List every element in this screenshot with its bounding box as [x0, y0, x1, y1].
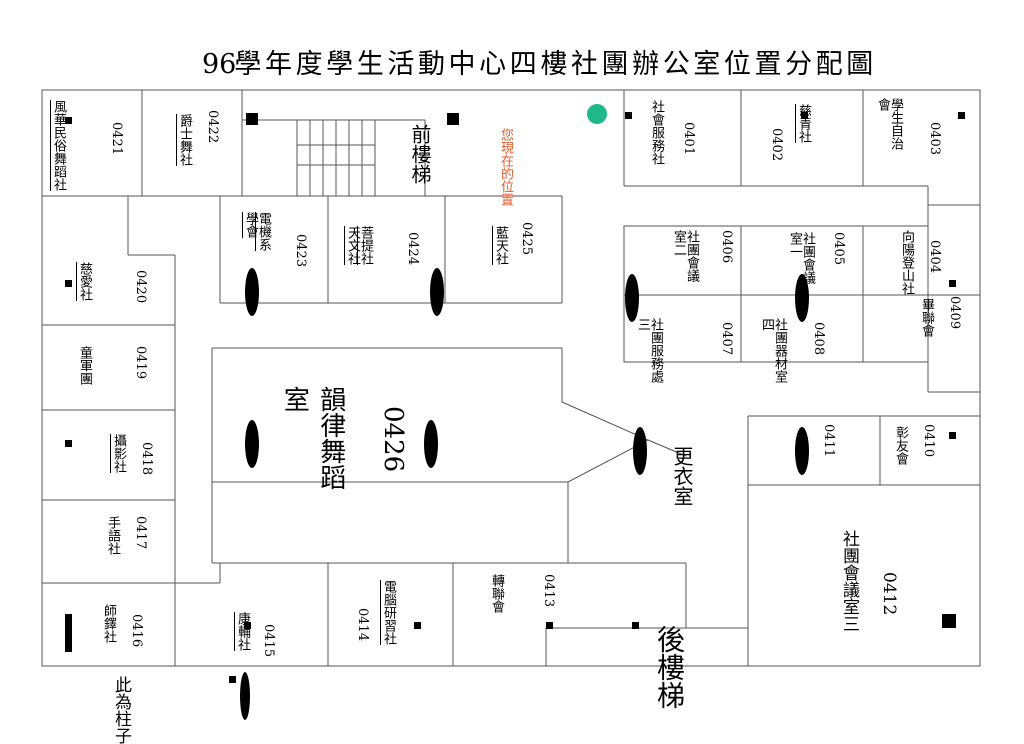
room-0409-number: 0409 — [947, 296, 962, 330]
back-stairs-label: 後樓梯 — [653, 625, 686, 709]
room-0424-name: 菩提社天文社 — [345, 226, 373, 265]
room-0418-number: 0418 — [139, 442, 154, 476]
room-0421-number: 0421 — [109, 122, 124, 156]
room-0401-number: 0401 — [681, 122, 696, 156]
building-outline — [41, 89, 981, 667]
you-are-here-dot — [587, 104, 607, 124]
room-0403-number: 0403 — [927, 122, 942, 156]
pillar-note: 此為柱子 — [111, 676, 131, 744]
room-0407-name: 社團服務處三 — [635, 318, 663, 383]
room-0423-number: 0423 — [293, 234, 308, 268]
room-0405-name: 社團會議室一 — [787, 232, 815, 284]
room-0421-name: 風華民俗舞蹈社 — [51, 100, 66, 191]
room-0415-number: 0415 — [261, 624, 276, 658]
room-0425-name: 藍天社 — [493, 226, 508, 265]
room-0418-name: 攝影社 — [111, 434, 126, 473]
room-0409-name: 畢聯會 — [919, 298, 934, 337]
room-0426-number: 0426 — [378, 406, 408, 473]
room-0403-name: 學生自治會 — [875, 98, 903, 150]
room-0425-number: 0425 — [519, 222, 534, 256]
room-0410-name: 彰友會 — [893, 426, 908, 465]
room-0408-name: 社團器材室四 — [759, 318, 787, 383]
room-0402-name: 慈青社 — [796, 104, 811, 143]
room-0410-number: 0410 — [921, 424, 936, 458]
room-0419-number: 0419 — [133, 346, 148, 380]
room-0408-number: 0408 — [811, 322, 826, 356]
room-0419-name: 童軍團 — [77, 346, 92, 385]
room-0414-name: 電腦研習社 — [381, 580, 396, 645]
room-0417-name: 手語社 — [105, 516, 120, 555]
room-0417-number: 0417 — [133, 516, 148, 550]
room-0404-name: 向陽登山社 — [899, 230, 914, 295]
room-0416-name: 師鐸社 — [101, 604, 116, 643]
room-0415-name: 康輔社 — [235, 612, 250, 651]
room-0406-number: 0406 — [719, 230, 734, 264]
room-0404-number: 0404 — [927, 240, 942, 274]
room-0402-number: 0402 — [769, 128, 784, 162]
room-0413-number: 0413 — [541, 574, 556, 608]
changing-room-label: 更衣室 — [670, 446, 694, 506]
you-are-here-label: 您現在的位置 — [498, 128, 513, 206]
room-0423-name: 電機系學會 — [243, 212, 271, 251]
map-title: 96 學 年 度 學 生 活 動 中 心 四 樓 社 團 辦 公 室 位 置 分… — [202, 49, 874, 80]
room-0405-number: 0405 — [831, 232, 846, 266]
room-0422-number: 0422 — [205, 110, 220, 144]
room-0416-number: 0416 — [129, 614, 144, 648]
room-0426-name: 韻律舞蹈室 — [279, 386, 346, 490]
room-0412-number: 0412 — [879, 572, 899, 616]
room-0406-name: 社團會議室二 — [671, 230, 699, 282]
room-0407-number: 0407 — [719, 322, 734, 356]
room-0412-name: 社團會議室三 — [839, 530, 859, 632]
room-0422-name: 爵士舞社 — [177, 114, 192, 166]
room-0401-name: 社會服務社 — [649, 100, 664, 165]
room-0414-number: 0414 — [355, 608, 370, 642]
room-0420-name: 慈愛社 — [77, 262, 92, 301]
front-stairs-label: 前樓梯 — [408, 124, 432, 184]
room-0411-number: 0411 — [821, 424, 836, 458]
room-0420-number: 0420 — [133, 270, 148, 304]
room-0413-name: 轉聯會 — [489, 574, 504, 613]
room-0424-number: 0424 — [405, 232, 420, 266]
